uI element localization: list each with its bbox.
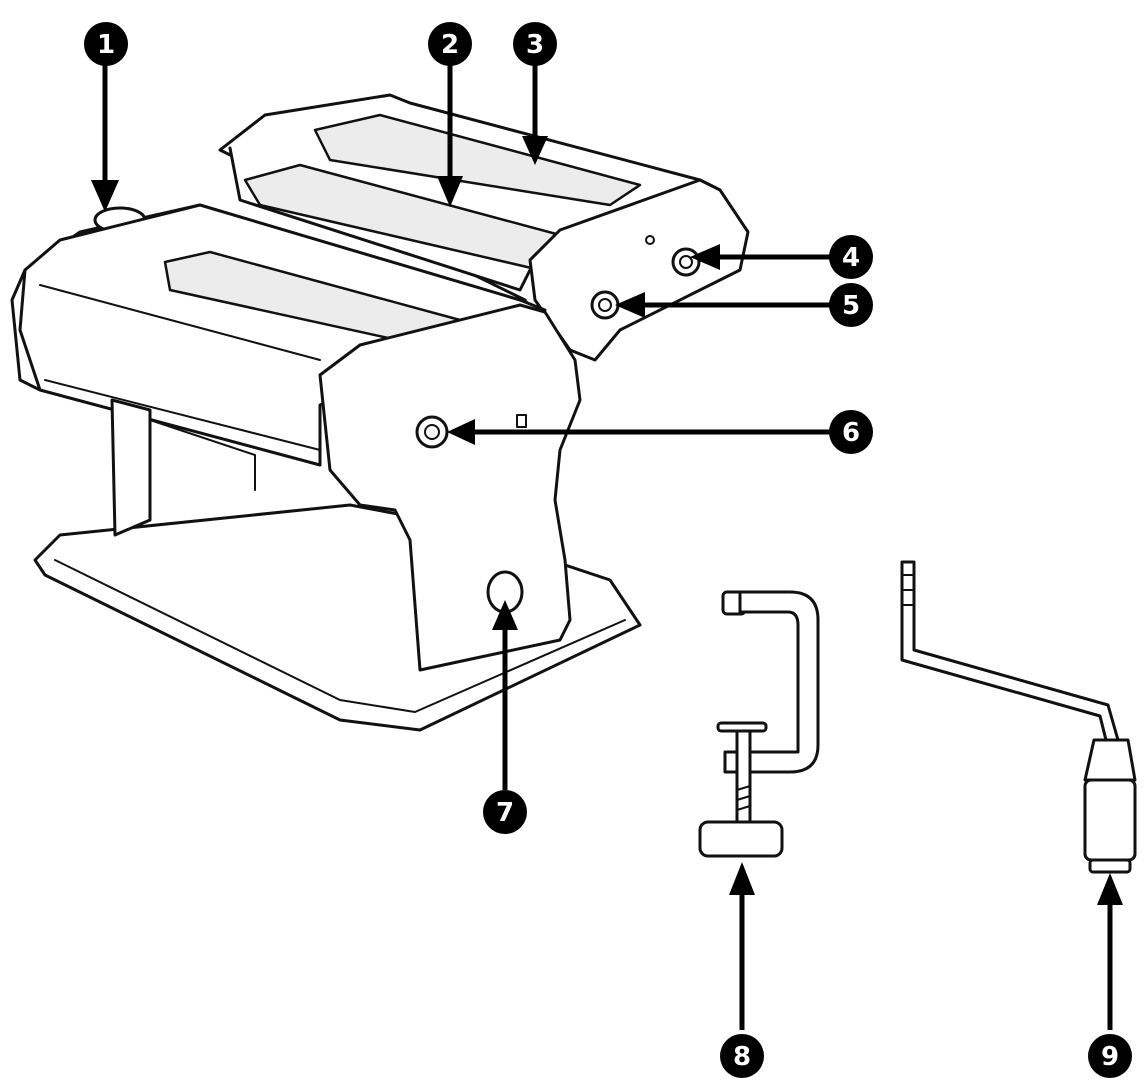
left-support [110,398,152,537]
callout-number-8: 8 [733,1042,751,1072]
callout-number-6: 6 [842,418,860,448]
clamp-screw-knob [698,820,784,858]
callout-badge-9: 9 [1088,1034,1132,1078]
crank-grip [1083,778,1137,862]
callout-badge-8: 8 [720,1034,764,1078]
c-clamp [698,590,820,858]
front-roller-unit [10,203,547,467]
callout-number-4: 4 [842,243,860,273]
roller-3 [313,113,642,207]
callout-number-2: 2 [441,30,459,60]
knob-5 [590,290,620,320]
front-roller-body [18,203,547,467]
callout-number-3: 3 [526,30,544,60]
callout-number-7: 7 [496,798,514,828]
callout-number-9: 9 [1101,1042,1119,1072]
callout-badge-2: 2 [428,22,472,66]
callout-badge-7: 7 [483,790,527,834]
callout-number-5: 5 [842,291,860,321]
callout-badge-1: 1 [84,22,128,66]
callout-badge-6: 6 [829,410,873,454]
callout-badge-3: 3 [513,22,557,66]
callout-badge-4: 4 [829,235,873,279]
knob-4 [671,247,701,277]
pasta-machine [10,93,750,732]
knob-6 [415,415,449,449]
crank-handle [900,560,1137,874]
callout-badge-5: 5 [829,283,873,327]
callout-number-1: 1 [97,30,115,60]
rear-roller-unit [218,93,750,362]
callout-arrows [91,60,1123,1030]
